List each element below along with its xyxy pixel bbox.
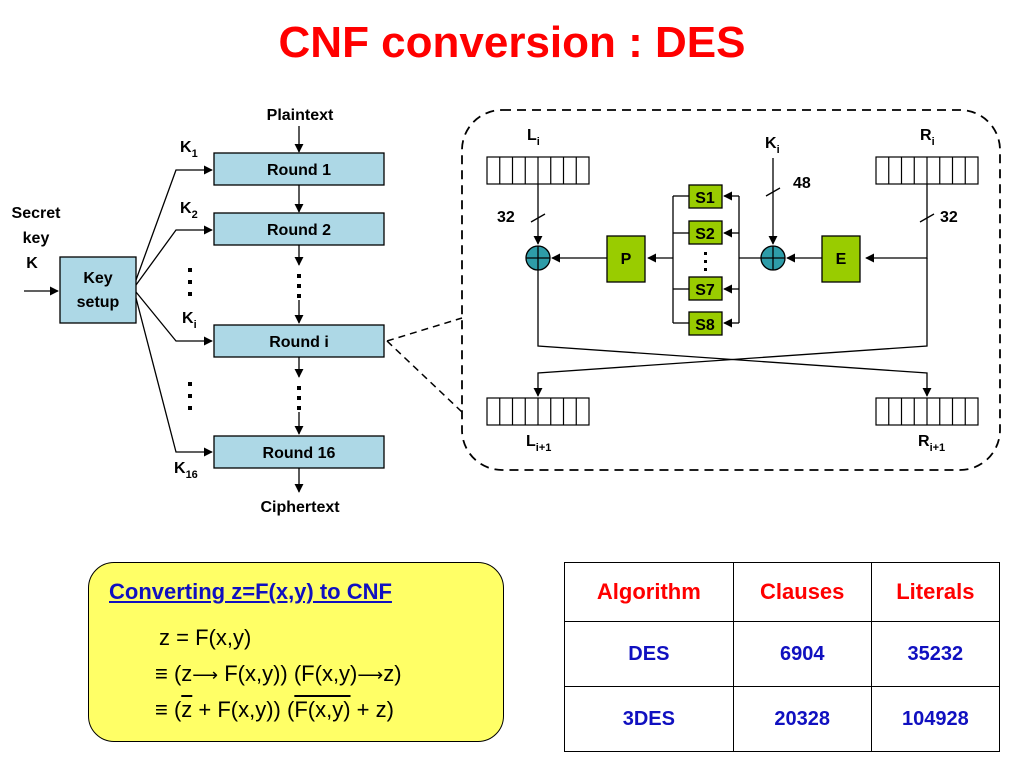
sbox-label: S2 [695,226,715,243]
table-cell: 6904 [732,621,872,687]
arrow-right-icon: ⟶ [357,665,384,685]
formula-part: z) [383,661,402,686]
sbox-s7: S7 [688,276,723,301]
header-literals: Literals [870,562,1001,622]
xor-left-icon [525,245,551,271]
ellipsis-dots [297,386,301,410]
key-setup-label: Key [83,270,112,287]
table-cell: 35232 [870,621,1001,687]
key-width-label: 48 [793,175,811,192]
cnf-conversion-box: Converting z=F(x,y) to CNF z = F(x,y) ≡ … [88,562,504,742]
table-cell: DES [564,621,734,687]
formula-part: + F(x,y)) ( [192,697,295,722]
formula-part: ≡ ( [155,697,182,722]
ciphertext-label: Ciphertext [260,499,340,516]
key-setup-box: Key setup [59,256,137,324]
key-label-16: K16 [174,460,198,481]
header-algorithm: Algorithm [564,562,734,622]
negated-z: z [181,697,193,722]
r-out-label: Ri+1 [918,433,945,454]
round-label: Round 1 [267,162,331,179]
des-diagram: Plaintext Round 1 Round 2 Round i Round … [12,107,1001,516]
p-box: P [606,235,646,283]
ellipsis-dots [704,252,707,271]
formula-part: ≡ (z [155,661,193,686]
p-box-label: P [621,251,632,268]
round-box-i: Round i [213,324,385,358]
conversion-line-3: ≡ (z + F(x,y)) (F(x,y) + z) [155,697,394,723]
secret-key-label: key [23,230,50,247]
conversion-line-2: ≡ (z⟶ F(x,y)) (F(x,y)⟶z) [155,661,402,687]
register-r-out [875,397,979,426]
sbox-label: S8 [695,317,715,334]
sbox-s1: S1 [688,184,723,209]
l-in-label: Li [527,127,540,148]
negated-f: F(x,y) [294,697,351,722]
register-l-in [486,156,590,185]
sbox-s2: S2 [688,220,723,245]
register-r-in [875,156,979,185]
formula-part: + z) [350,697,394,722]
e-box: E [821,235,861,283]
conversion-heading: Converting z=F(x,y) to CNF [109,579,392,604]
ellipsis-dots [297,274,301,298]
header-clauses: Clauses [732,562,872,622]
key-label-i: Ki [182,310,197,331]
secret-key-label: K [26,255,38,272]
results-table: Algorithm Clauses Literals DES 6904 3523… [564,562,1001,752]
secret-key-label: Secret [12,205,62,222]
round-box-2: Round 2 [213,212,385,246]
formula-part: F(x,y)) (F(x,y) [218,661,358,686]
key-label-1: K1 [180,139,198,160]
table-cell: 20328 [732,686,872,752]
sbox-s8: S8 [688,311,723,336]
table-row: 3DES 20328 104928 [564,686,1001,752]
plaintext-label: Plaintext [267,107,334,124]
register-l-out [486,397,590,426]
round-box-16: Round 16 [213,435,385,469]
page-title: CNF conversion : DES [278,18,746,67]
l-out-label: Li+1 [526,433,551,454]
xor-right-icon [760,245,786,271]
key-label-2: K2 [180,200,198,221]
round-detail-frame [461,109,1001,471]
round-label: Round 2 [267,222,331,239]
conversion-line-1: z = F(x,y) [159,625,252,650]
table-cell: 104928 [870,686,1001,752]
round-label: Round 16 [263,445,336,462]
key-setup-label: setup [77,294,120,311]
table-cell: 3DES [564,686,734,752]
ellipsis-dots [188,268,192,296]
table-row: DES 6904 35232 [564,621,1001,687]
left-width-label: 32 [497,209,515,226]
arrow-right-icon: ⟶ [192,665,219,685]
r-in-label: Ri [920,127,935,148]
sbox-label: S7 [695,282,715,299]
round-label: Round i [269,334,329,351]
sbox-label: S1 [695,190,715,207]
e-box-label: E [836,251,847,268]
ellipsis-dots [188,382,192,410]
round-box-1: Round 1 [213,152,385,186]
table-header-row: Algorithm Clauses Literals [564,562,1001,622]
k-in-label: Ki [765,135,780,156]
right-width-label: 32 [940,209,958,226]
